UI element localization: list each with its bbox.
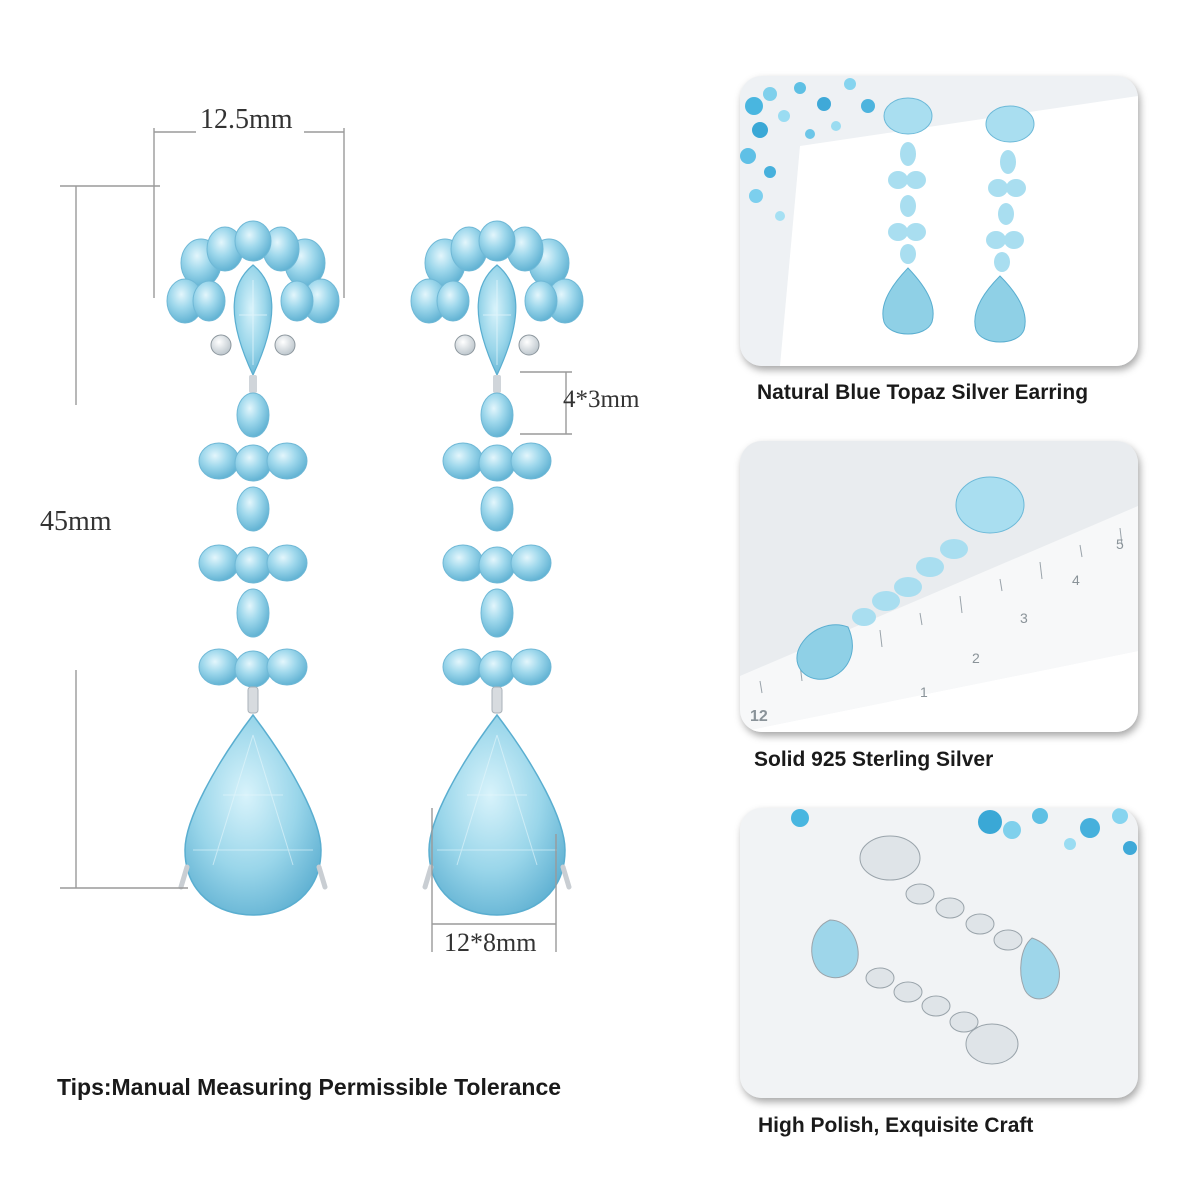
panel-caption-2: Solid 925 Sterling Silver bbox=[754, 748, 994, 771]
ruler-number-5: 5 bbox=[1116, 536, 1124, 552]
tolerance-tip: Tips:Manual Measuring Permissible Tolera… bbox=[57, 1074, 562, 1100]
height-dimension-label: 45mm bbox=[40, 506, 112, 537]
link-dimension-label: 4*3mm bbox=[563, 386, 640, 413]
panel-caption-3: High Polish, Exquisite Craft bbox=[758, 1114, 1034, 1137]
left-earring bbox=[167, 221, 339, 915]
ruler-number-3: 3 bbox=[1020, 610, 1028, 626]
photo-panel-polish bbox=[740, 808, 1138, 1098]
earring-on-ruler bbox=[796, 476, 1025, 680]
right-earring bbox=[411, 221, 583, 915]
earring-polished-bottom bbox=[811, 919, 1019, 1065]
dimension-lines bbox=[60, 128, 572, 952]
ruler-number-4: 4 bbox=[1072, 572, 1080, 588]
photo-panel-ruler: 12 1 2 3 4 5 bbox=[740, 441, 1138, 732]
polish-photo bbox=[740, 808, 1138, 1098]
blue-flowers bbox=[740, 78, 875, 221]
earring-polished-top bbox=[859, 835, 1060, 1000]
earring-on-card-right bbox=[974, 105, 1035, 343]
drop-dimension-label: 12*8mm bbox=[444, 928, 537, 957]
ruler-number-2: 2 bbox=[972, 650, 980, 666]
panel-caption-1: Natural Blue Topaz Silver Earring bbox=[757, 381, 1089, 404]
ruler-number-12: 12 bbox=[750, 708, 768, 725]
photo-panel-earrings-card bbox=[740, 76, 1138, 366]
earring-on-card-left bbox=[882, 97, 934, 335]
earrings-card-photo bbox=[740, 76, 1138, 366]
measurement-figure: 12.5mm 45mm 4*3mm 12*8mm bbox=[40, 104, 700, 957]
width-dimension-label: 12.5mm bbox=[200, 104, 293, 135]
ruler-number-1: 1 bbox=[920, 684, 928, 700]
earrings-illustration bbox=[60, 128, 700, 952]
ruler-photo: 12 1 2 3 4 5 bbox=[740, 441, 1138, 732]
blue-flowers bbox=[791, 808, 1137, 855]
